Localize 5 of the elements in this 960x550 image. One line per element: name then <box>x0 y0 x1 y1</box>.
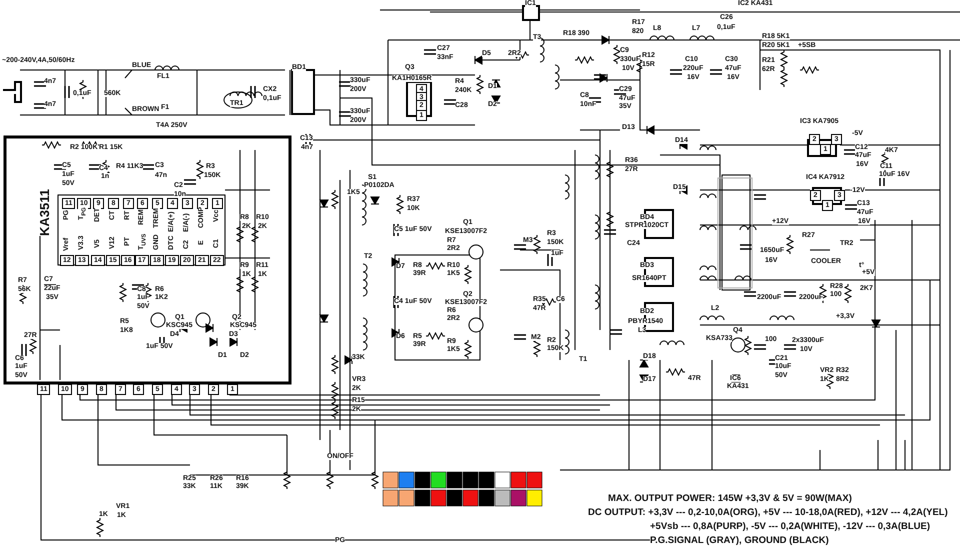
spec-note: MAX. OUTPUT POWER: 145W +3,3V & 5V = 90W(MAX) <box>608 494 852 504</box>
chip-label: KA3511 <box>38 189 51 236</box>
spec-note: DC OUTPUT: +3,3V --- 0,2-10,0A(ORG), +5V --- 10-18,0A(RED), +12V --- 4,2A(YEL) <box>588 508 948 518</box>
spec-note: +5Vsb --- 0,8A(PURP), -5V --- 0,2A(WHITE), -12V --- 0,3A(BLUE) <box>650 522 930 532</box>
spec-note: P.G.SIGNAL (GRAY), GROUND (BLACK) <box>650 536 829 546</box>
